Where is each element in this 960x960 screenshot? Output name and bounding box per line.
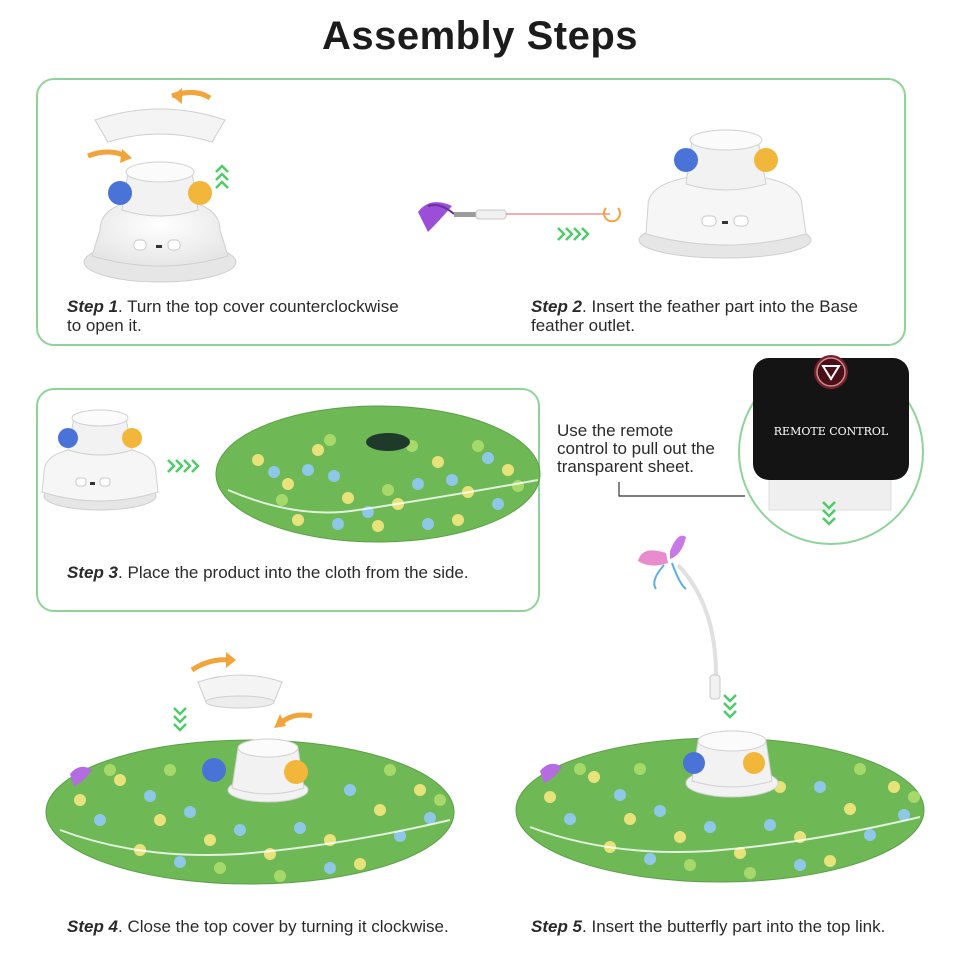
step2-description: . Insert the feather part into the Base <box>582 297 858 316</box>
step5-label: Step 5 <box>531 917 583 936</box>
step3-description: . Place the product into the cloth from … <box>118 563 469 582</box>
step1-text: Step 1. Turn the top cover counterclockw… <box>67 297 447 335</box>
step1-description-line2: to open it. <box>67 316 142 335</box>
step3-label: Step 3 <box>67 563 119 582</box>
remote-instruction-line2: control to pull out the <box>557 439 715 458</box>
step4-illustration <box>45 652 455 885</box>
remote-device-label: REMOTE CONTROL <box>774 425 889 438</box>
remote-instruction: Use the remote control to pull out the t… <box>557 422 747 476</box>
remote-control-illustration: REMOTE CONTROL <box>738 355 924 545</box>
step2-illustration <box>418 129 812 259</box>
step3-text: Step 3. Place the product into the cloth… <box>67 563 527 582</box>
step1-illustration <box>83 88 237 283</box>
step3-illustration <box>41 405 541 543</box>
step4-label: Step 4 <box>67 917 119 936</box>
up-chevrons-icon <box>215 164 229 189</box>
step5-illustration <box>515 535 925 883</box>
down-chevrons-icon <box>822 501 836 526</box>
page-title: Assembly Steps <box>321 14 639 58</box>
step5-text: Step 5. Insert the butterfly part into t… <box>531 917 931 936</box>
step2-description-line2: feather outlet. <box>531 316 635 335</box>
step1-description: . Turn the top cover counterclockwise <box>118 297 399 316</box>
step4-text: Step 4. Close the top cover by turning i… <box>67 917 487 936</box>
right-chevrons-icon <box>167 459 200 473</box>
step2-text: Step 2. Insert the feather part into the… <box>531 297 901 335</box>
remote-instruction-line3: transparent sheet. <box>557 457 695 476</box>
step2-label: Step 2 <box>531 297 583 316</box>
step4-description: . Close the top cover by turning it cloc… <box>118 917 449 936</box>
triangle-button-icon <box>821 365 841 381</box>
step5-description: . Insert the butterfly part into the top… <box>582 917 886 936</box>
step1-label: Step 1 <box>67 297 119 316</box>
down-chevrons-icon <box>173 707 187 732</box>
right-chevrons-icon <box>557 227 590 241</box>
remote-callout-line <box>618 482 745 497</box>
remote-instruction-line1: Use the remote <box>557 421 674 440</box>
down-chevrons-icon <box>723 694 737 719</box>
